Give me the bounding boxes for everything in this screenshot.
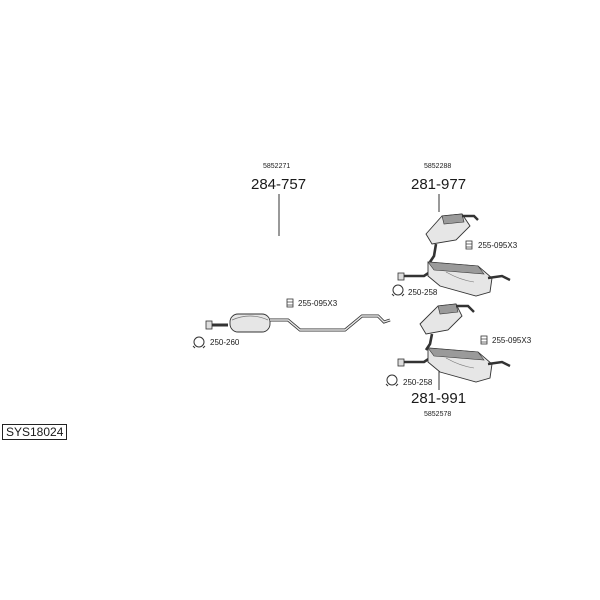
clamp-label[interactable]: 250-258 bbox=[408, 288, 438, 297]
part-number-label[interactable]: 284-757 bbox=[251, 176, 307, 193]
clamp-icon bbox=[385, 374, 399, 387]
oe-number-label: 5852578 bbox=[424, 411, 452, 418]
mounting-kit-label[interactable]: 255-095X3 bbox=[298, 299, 338, 308]
clamp-label[interactable]: 250-260 bbox=[210, 338, 240, 347]
part-number-label[interactable]: 281-991 bbox=[411, 390, 467, 407]
mounting-kit-label[interactable]: 255-095X3 bbox=[478, 241, 518, 250]
front-pipe-assembly[interactable] bbox=[205, 313, 391, 333]
rear-muffler-top-assembly[interactable] bbox=[397, 213, 511, 297]
oe-number-label: 5852271 bbox=[263, 163, 291, 170]
oe-number-label: 5852288 bbox=[424, 163, 452, 170]
mounting-kit-icon bbox=[480, 335, 488, 345]
part-number-label[interactable]: 281-977 bbox=[411, 176, 467, 193]
mounting-kit-label[interactable]: 255-095X3 bbox=[492, 336, 532, 345]
system-code-label: SYS18024 bbox=[2, 424, 68, 440]
mounting-kit-icon bbox=[465, 240, 473, 250]
mounting-kit-icon bbox=[286, 298, 294, 308]
clamp-label[interactable]: 250-258 bbox=[403, 378, 433, 387]
clamp-icon bbox=[391, 284, 405, 297]
clamp-icon bbox=[192, 336, 206, 349]
rear-muffler-bottom-assembly[interactable] bbox=[397, 303, 511, 383]
